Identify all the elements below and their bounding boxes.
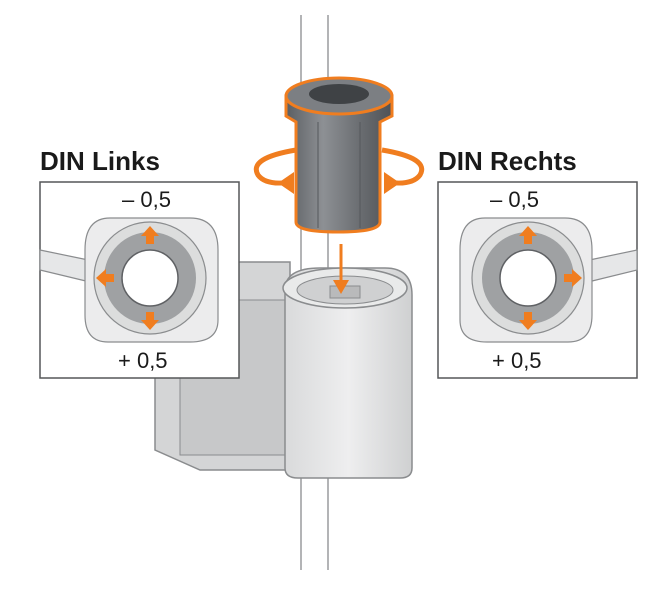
rotate-left-arrow-icon: [253, 147, 297, 194]
adjust-arrow-down-icon: [141, 312, 159, 330]
din-links-top-value: – 0,5: [122, 187, 171, 212]
din-links-panel: DIN Links – 0,5 + 0,5: [39, 146, 240, 379]
din-links-title: DIN Links: [40, 146, 160, 176]
din-rechts-top-value: – 0,5: [490, 187, 539, 212]
adjust-arrow-up-icon: [519, 226, 537, 244]
adjust-arrow-up-icon: [141, 226, 159, 244]
din-rechts-title: DIN Rechts: [438, 146, 577, 176]
rotate-right-arrow-icon: [381, 147, 425, 194]
adjust-arrow-down-icon: [519, 312, 537, 330]
din-rechts-bottom-value: + 0,5: [492, 348, 542, 373]
adjust-arrow-right-icon: [564, 269, 582, 287]
din-rechts-panel: DIN Rechts – 0,5 + 0,5: [437, 146, 638, 379]
din-links-bottom-value: + 0,5: [118, 348, 168, 373]
insert-down-arrow-icon: [333, 244, 349, 294]
adjustment-sleeve: [284, 76, 394, 234]
adjust-arrow-left-icon: [96, 269, 114, 287]
